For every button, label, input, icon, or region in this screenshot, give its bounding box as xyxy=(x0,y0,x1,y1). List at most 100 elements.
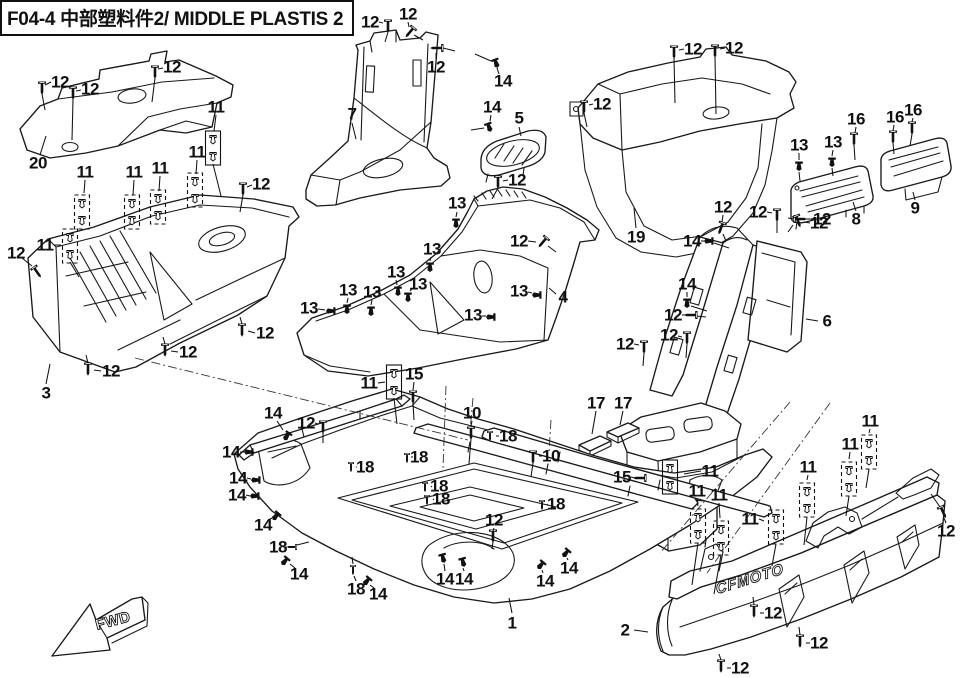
callout-15: 15 xyxy=(613,467,631,487)
clip-icon xyxy=(717,525,725,535)
leader-line xyxy=(719,47,726,50)
leader-line xyxy=(771,543,777,567)
leader-line xyxy=(69,261,80,278)
screw-icon xyxy=(888,130,898,145)
leader-line xyxy=(673,57,676,104)
clip-icon xyxy=(666,464,674,474)
callout-18: 18 xyxy=(356,457,374,477)
part-19-storage-bin xyxy=(569,46,797,258)
leader-line xyxy=(787,217,795,220)
callout-12: 12 xyxy=(361,12,379,32)
callout-13: 13 xyxy=(387,262,405,282)
leader-line xyxy=(892,124,895,132)
callout-1: 1 xyxy=(507,613,517,633)
leader-line xyxy=(470,420,473,427)
leader-line xyxy=(714,56,717,115)
leader-line xyxy=(892,142,895,155)
leader-line xyxy=(677,335,683,338)
callout-13: 13 xyxy=(363,282,381,302)
leader-line xyxy=(696,498,699,507)
callout-14: 14 xyxy=(229,468,247,488)
screw-icon xyxy=(349,564,357,576)
callout-12: 12 xyxy=(297,413,315,433)
leader-line xyxy=(369,584,375,589)
assembly-phantom-line xyxy=(706,402,831,574)
callout-11: 11 xyxy=(36,235,54,255)
callout-12: 12 xyxy=(684,39,702,59)
callout-12: 12 xyxy=(810,213,828,233)
leader-line xyxy=(911,117,914,123)
leader-line xyxy=(41,93,46,111)
callout-12: 12 xyxy=(51,72,69,92)
leader-line xyxy=(213,114,217,132)
part-4-tunnel-cover xyxy=(296,186,600,377)
leader-line xyxy=(518,126,522,137)
callout-18: 18 xyxy=(432,489,450,509)
leader-line xyxy=(853,144,856,161)
clip-icon xyxy=(490,57,502,69)
leader-line xyxy=(502,179,509,182)
leader-line xyxy=(806,474,809,481)
callout-14: 14 xyxy=(683,231,701,251)
leader-line xyxy=(170,350,179,353)
clip-box xyxy=(689,508,707,544)
clip-icon xyxy=(803,487,811,497)
callout-13: 13 xyxy=(824,132,842,152)
callout-14: 14 xyxy=(254,515,272,535)
leader-line xyxy=(442,47,456,52)
leader-line xyxy=(412,402,415,421)
callout-14: 14 xyxy=(436,569,454,589)
leader-line xyxy=(429,256,432,262)
callout-6: 6 xyxy=(822,311,832,331)
clip-box xyxy=(123,194,141,230)
leader-line xyxy=(85,354,89,364)
clip-box xyxy=(204,130,222,166)
leader-line xyxy=(83,179,86,194)
callout-14: 14 xyxy=(536,571,554,591)
clip-icon xyxy=(209,152,217,162)
leader-line xyxy=(831,149,834,157)
callout-12: 12 xyxy=(163,57,181,77)
leader-line xyxy=(378,21,384,24)
leader-line xyxy=(633,343,640,346)
leader-line xyxy=(157,67,164,70)
leader-line xyxy=(546,503,549,506)
part-3-side-panel xyxy=(27,194,300,373)
leader-line xyxy=(713,554,722,595)
leader-line xyxy=(683,470,702,475)
leader-line xyxy=(943,517,947,524)
leader-line xyxy=(695,315,707,318)
callout-14: 14 xyxy=(369,584,387,604)
callout-14: 14 xyxy=(222,442,240,462)
leader-line xyxy=(630,476,636,479)
leader-line xyxy=(432,498,435,501)
page-title: F04-4 中部塑料件2/ MIDDLE PLASTIS 2 xyxy=(0,0,355,36)
clip-icon xyxy=(209,135,217,145)
screw-icon xyxy=(238,182,248,197)
leader-line xyxy=(868,428,871,434)
callout-12: 12 xyxy=(427,57,445,77)
leader-line xyxy=(527,291,533,294)
leader-line xyxy=(930,493,941,508)
leader-line xyxy=(691,542,699,586)
callout-15: 15 xyxy=(405,364,423,384)
leader-line xyxy=(75,89,82,92)
callout-12: 12 xyxy=(510,231,528,251)
leader-line xyxy=(547,245,557,253)
clip-icon xyxy=(483,121,495,133)
leader-line xyxy=(413,34,424,41)
callout-11: 11 xyxy=(151,158,169,178)
screw-icon xyxy=(493,175,503,190)
leader-line xyxy=(588,103,594,106)
clip-icon xyxy=(795,161,803,171)
callout-11: 11 xyxy=(360,373,378,393)
leader-line xyxy=(852,201,857,212)
part-17-plug-a xyxy=(578,435,612,457)
callout-16: 16 xyxy=(847,109,865,129)
screw-icon xyxy=(286,543,298,551)
callout-12: 12 xyxy=(813,209,831,229)
assembly-phantom-line xyxy=(442,385,447,469)
part-2-rocker-panel xyxy=(656,468,946,656)
callout-10: 10 xyxy=(463,403,481,423)
callout-8: 8 xyxy=(851,209,861,229)
